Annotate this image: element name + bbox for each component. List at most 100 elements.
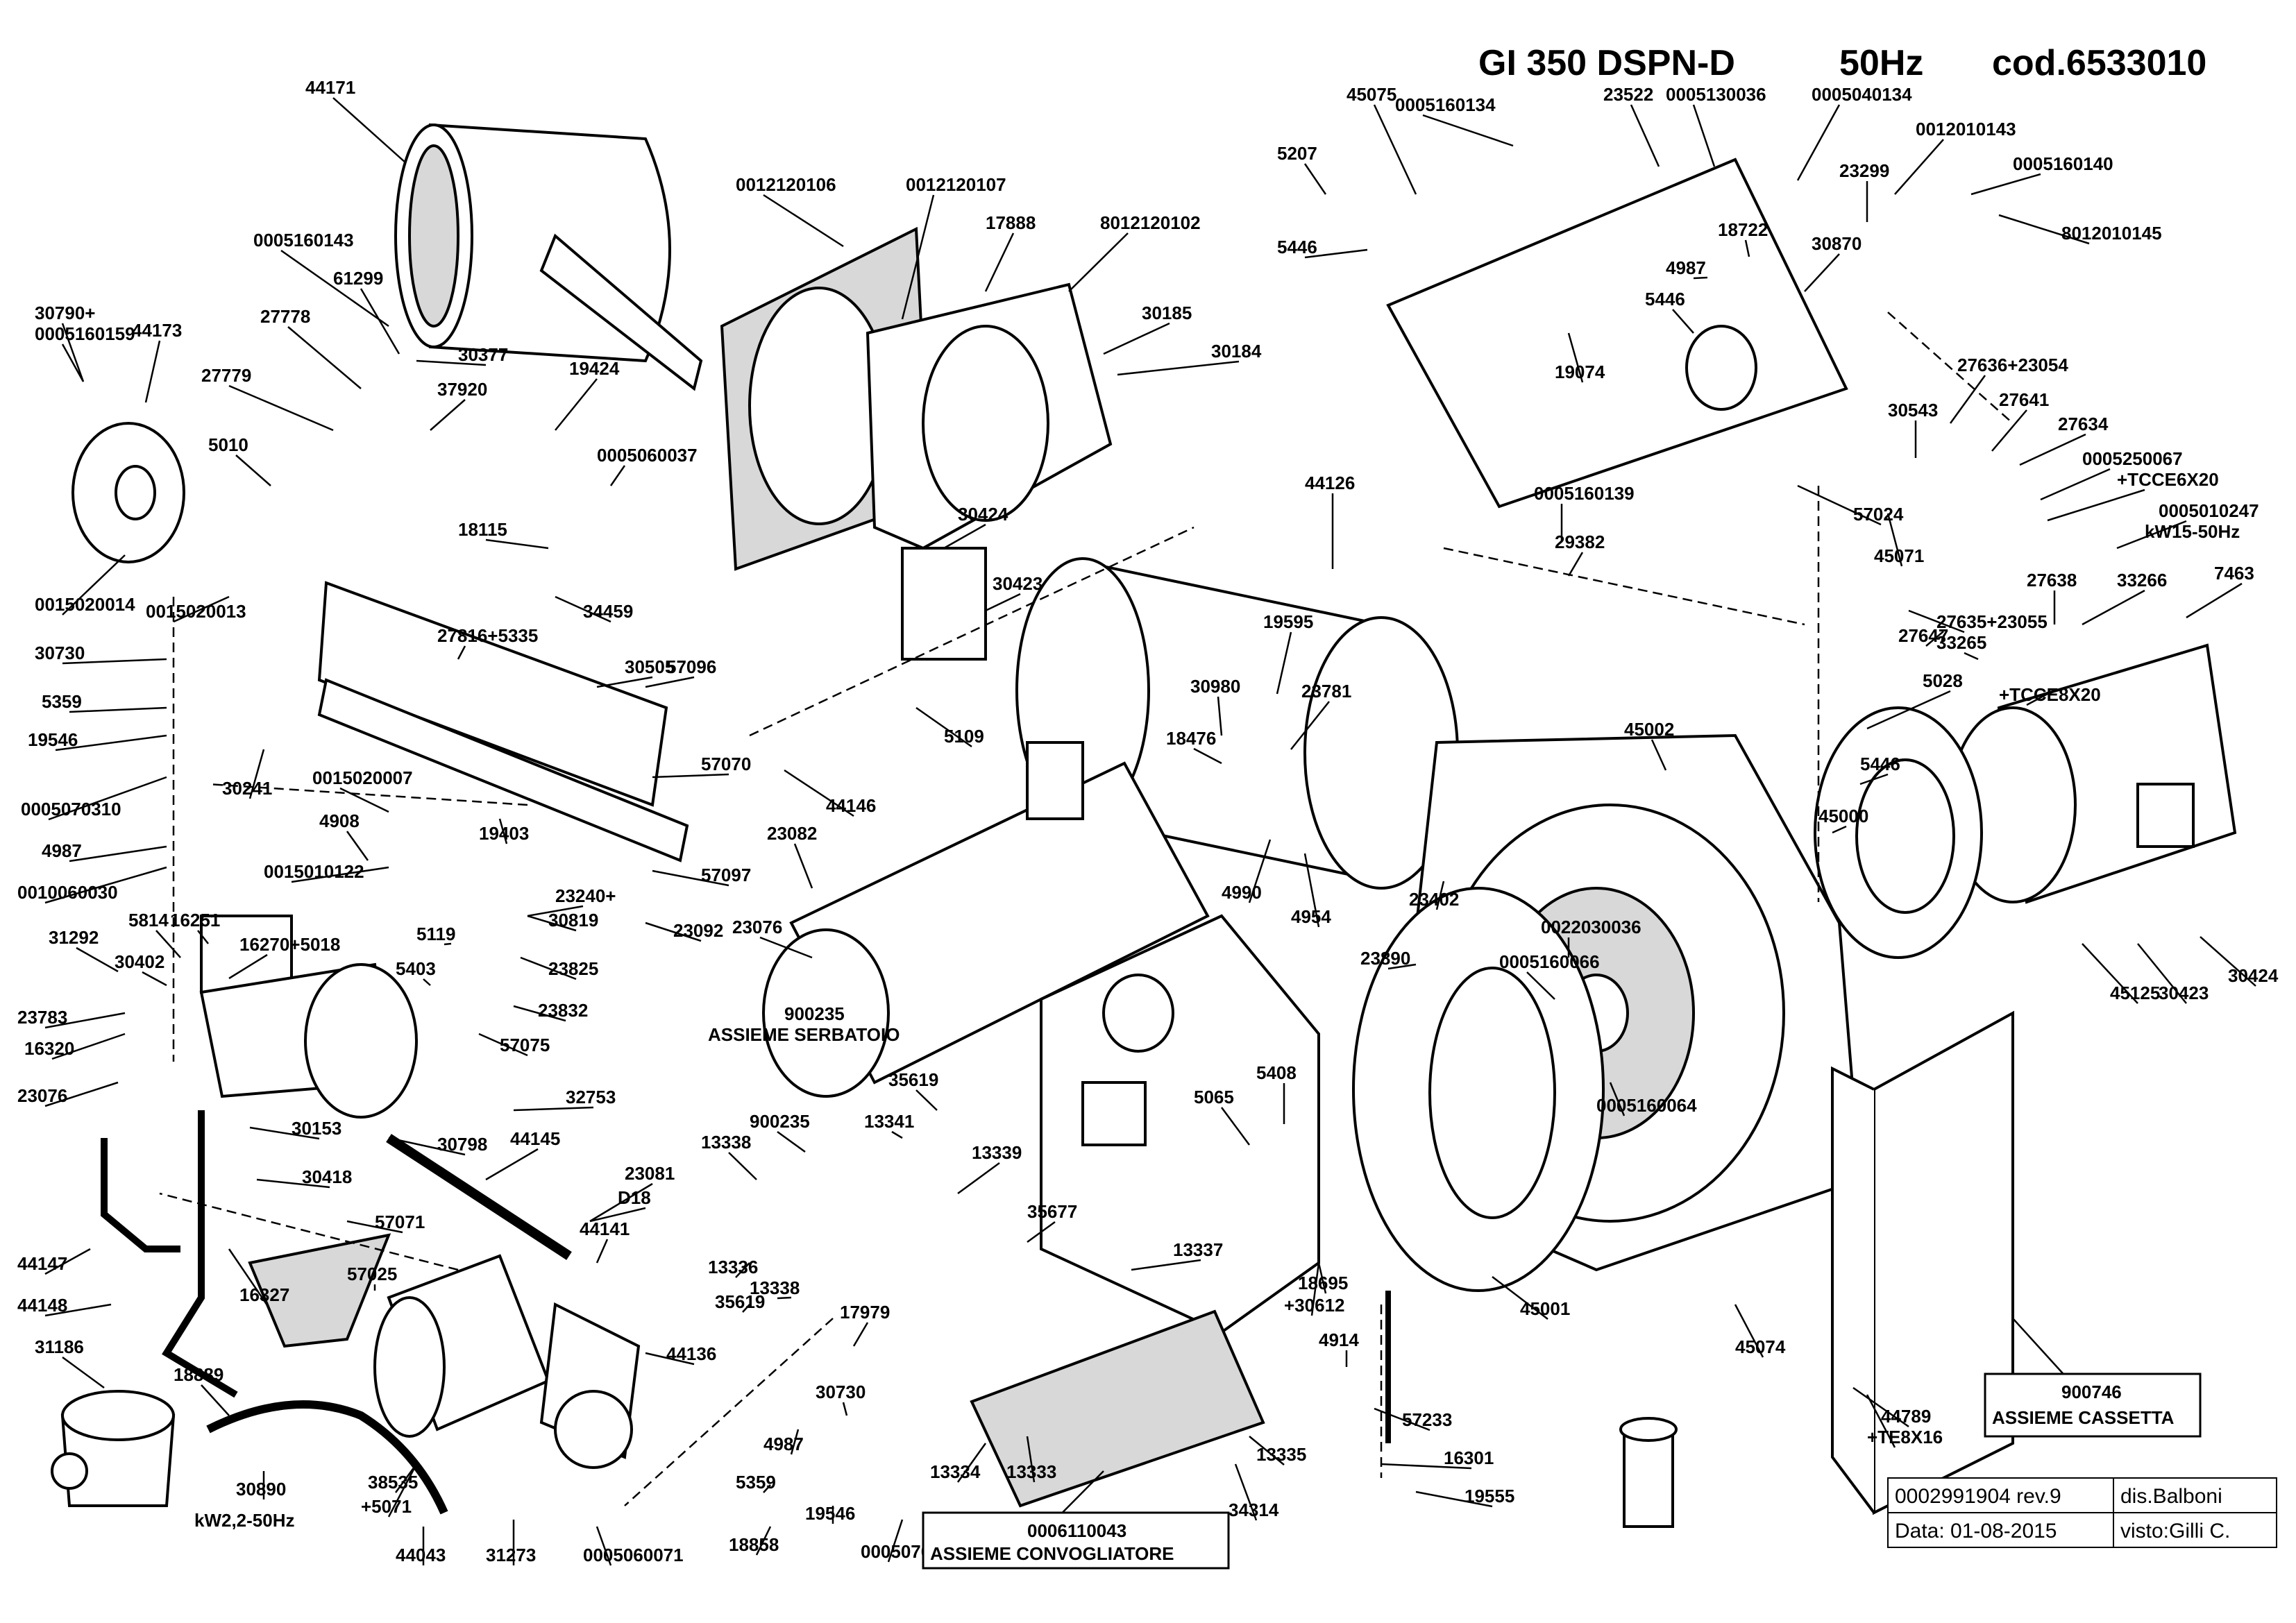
leader-line bbox=[1949, 375, 1986, 424]
part-label: 13338 bbox=[701, 1132, 751, 1153]
fan-cover bbox=[1015, 557, 1459, 890]
leader-line bbox=[478, 1033, 528, 1057]
part-label: 35619 bbox=[888, 1069, 938, 1090]
leader-line bbox=[777, 1130, 806, 1153]
leader-line bbox=[755, 1526, 772, 1556]
leader-line bbox=[44, 1303, 112, 1317]
leader-line bbox=[51, 1033, 126, 1060]
leader-line bbox=[55, 734, 167, 751]
part-label: 0005040134 bbox=[1812, 84, 1912, 105]
part-label: 13339 bbox=[972, 1142, 1022, 1163]
part-label: 44126 bbox=[1305, 473, 1355, 493]
part-label: 23081 bbox=[625, 1163, 675, 1184]
drawing-number: 0002991904 rev.9 bbox=[1895, 1485, 2061, 1508]
part-label: 30798 bbox=[437, 1134, 487, 1155]
part-label: 30377 bbox=[458, 344, 508, 365]
part-label: 45075 bbox=[1347, 84, 1396, 105]
part-label: 0005160134 bbox=[1395, 94, 1496, 115]
leader-line bbox=[901, 194, 935, 320]
leader-line bbox=[1796, 104, 1841, 181]
leader-line bbox=[248, 749, 265, 799]
part-label: 18858 bbox=[729, 1534, 779, 1555]
oil-filter bbox=[51, 1390, 176, 1507]
part-label: 0012120107 bbox=[906, 174, 1006, 195]
part-label: 4954 bbox=[1291, 906, 1331, 927]
leader-line bbox=[1804, 253, 1840, 292]
leader-line bbox=[249, 1126, 320, 1140]
part-label: 57097 bbox=[701, 865, 751, 885]
leader-line bbox=[652, 773, 729, 779]
part-label: 0005160066 bbox=[1499, 951, 1600, 972]
leader-line bbox=[759, 936, 813, 959]
part-label: 44789 bbox=[1881, 1406, 1931, 1427]
part-label: 27635+23055 bbox=[1936, 611, 2048, 632]
flange-body bbox=[866, 282, 1113, 661]
part-label: +30612 bbox=[1284, 1295, 1344, 1316]
part-label: 19074 bbox=[1555, 362, 1605, 382]
part-label: 0015020014 bbox=[35, 594, 135, 615]
leader-line bbox=[555, 595, 611, 623]
assembly-lines bbox=[159, 312, 2014, 1506]
leader-line bbox=[609, 465, 626, 486]
part-label: 23402 bbox=[1409, 889, 1459, 910]
ignition-assembly bbox=[317, 581, 689, 863]
part-label: 23522 bbox=[1603, 84, 1653, 105]
part-label: 23092 bbox=[673, 920, 723, 941]
cassette-assembly-label: 900746 ASSIEME CASSETTA bbox=[1984, 1373, 2202, 1438]
leader-line bbox=[1068, 232, 1129, 292]
leader-line bbox=[1866, 690, 1951, 730]
leader-line bbox=[1310, 1262, 1320, 1316]
part-label: 0012120106 bbox=[736, 174, 836, 195]
leader-line bbox=[589, 1182, 653, 1223]
part-label: 30543 bbox=[1888, 400, 1938, 420]
leader-line bbox=[652, 869, 729, 887]
part-label: 0005160140 bbox=[2013, 153, 2113, 174]
part-label: 8012120102 bbox=[1100, 212, 1201, 233]
part-label: 30790+ bbox=[35, 303, 95, 323]
designer: dis.Balboni bbox=[2120, 1485, 2222, 1508]
part-label: 0005070310 bbox=[21, 799, 121, 819]
leader-line bbox=[2116, 520, 2187, 550]
leader-line bbox=[44, 1081, 119, 1107]
tank-assembly-label: 900235 ASSIEME SERBATOIO bbox=[708, 1003, 900, 1045]
part-label: 4914 bbox=[1319, 1329, 1359, 1350]
part-label: 30980 bbox=[1190, 676, 1240, 697]
leader-line bbox=[1303, 853, 1320, 928]
leader-line bbox=[197, 930, 209, 944]
diffuser-disc bbox=[71, 422, 185, 563]
leader-line bbox=[1692, 104, 1716, 167]
leader-line bbox=[228, 1248, 269, 1306]
leader-line bbox=[1415, 1490, 1493, 1508]
part-label: 44043 bbox=[396, 1545, 446, 1565]
part-label: 8012010145 bbox=[2061, 223, 2162, 244]
part-label: 18115 bbox=[458, 519, 507, 540]
leader-line bbox=[1290, 701, 1330, 750]
pump-motor-rating: kW2,2-50Hz bbox=[194, 1510, 295, 1531]
part-label: 5814 bbox=[128, 910, 169, 931]
part-label: 19546 bbox=[805, 1503, 855, 1524]
part-label: 35677 bbox=[1027, 1201, 1077, 1222]
leader-line bbox=[76, 946, 119, 973]
part-label: 0005160139 bbox=[1534, 483, 1635, 504]
leader-line bbox=[61, 323, 85, 382]
part-label: 57096 bbox=[666, 656, 716, 677]
leader-line bbox=[728, 1152, 757, 1180]
leader-line bbox=[957, 1162, 1000, 1195]
leader-line bbox=[1866, 1394, 1896, 1448]
part-label: 27778 bbox=[260, 306, 310, 327]
leader-line bbox=[44, 1248, 91, 1275]
leader-line bbox=[891, 1130, 903, 1139]
leader-line bbox=[1908, 609, 1965, 634]
drawing-date: Data: 01-08-2015 bbox=[1895, 1520, 2057, 1543]
leader-line bbox=[943, 523, 986, 550]
leader-line bbox=[1609, 1082, 1626, 1116]
part-label: 4908 bbox=[319, 810, 360, 831]
leader-line bbox=[498, 818, 508, 844]
part-label: 5446 bbox=[1860, 754, 1900, 774]
leader-line bbox=[513, 1106, 594, 1112]
leader-line bbox=[520, 956, 577, 980]
part-label: 0005160159 bbox=[35, 323, 135, 344]
part-label: 16327 bbox=[239, 1284, 289, 1305]
leader-line bbox=[339, 787, 389, 813]
